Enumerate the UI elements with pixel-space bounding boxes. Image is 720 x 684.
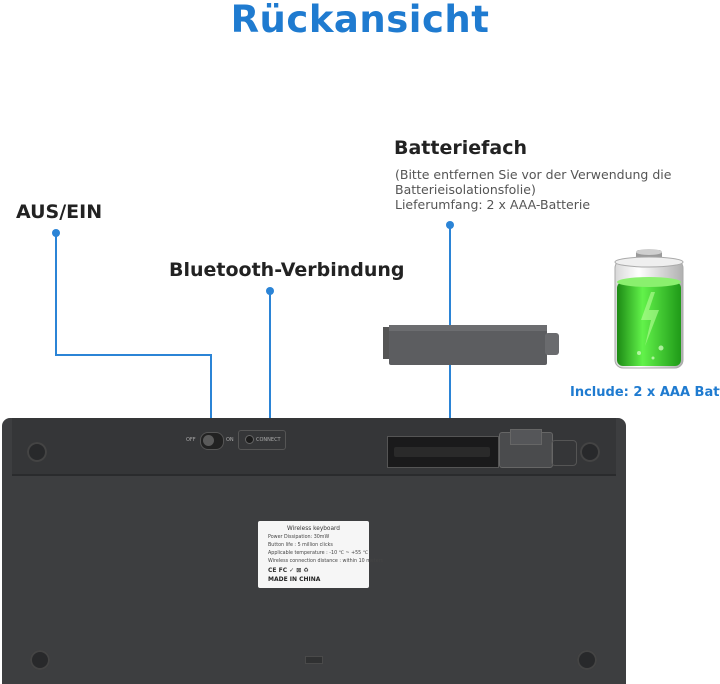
product-label-line: Wireless connection distance : within 10… [268, 559, 384, 564]
switch-off-label: OFF [186, 437, 196, 443]
product-label: Wireless keyboard Power Dissipation: 30m… [258, 521, 383, 588]
connect-button[interactable] [245, 435, 254, 444]
battery-cover-image [383, 325, 559, 365]
certification-marks: CE FC ✓ ⊠ ♻ [268, 567, 309, 574]
power-callout-line-h [55, 354, 212, 356]
bottom-vent [305, 656, 323, 664]
battery-cover-slot [551, 440, 577, 466]
battery-compartment-latch [499, 429, 553, 468]
power-callout-line-v1 [55, 233, 57, 355]
rubber-foot-top-left [27, 442, 47, 462]
include-battery-text: Include: 2 x AAA Battery [570, 385, 720, 400]
switch-on-label: ON [226, 437, 234, 443]
battery-icon [614, 249, 684, 369]
connect-button-well [238, 430, 286, 450]
battery-note-line-3: Lieferumfang: 2 x AAA-Batterie [395, 197, 591, 212]
connect-label: CONNECT [256, 437, 281, 443]
bluetooth-callout-label: Bluetooth-Verbindung [169, 259, 405, 281]
battery-note-line-1: (Bitte entfernen Sie vor der Verwendung … [395, 167, 672, 182]
page-title: Rückansicht [230, 0, 490, 41]
battery-cell [394, 447, 490, 457]
latch-tab [510, 429, 542, 445]
product-label-line: Power Dissipation: 30mW [268, 535, 330, 540]
rubber-foot-bottom-left [30, 650, 50, 670]
power-switch-knob [203, 435, 214, 446]
power-callout-line-v2 [210, 354, 212, 436]
product-label-line: Button life : 5 million clicks [268, 543, 333, 548]
rubber-foot-bottom-right [577, 650, 597, 670]
bluetooth-callout-line [269, 291, 271, 436]
rubber-foot-top-right [580, 442, 600, 462]
power-switch[interactable] [200, 432, 224, 450]
battery-compartment [387, 436, 499, 468]
battery-callout-label: Batteriefach [394, 137, 527, 159]
power-callout-label: AUS/EIN [16, 201, 103, 223]
product-label-title: Wireless keyboard [287, 526, 340, 532]
made-in-label: MADE IN CHINA [268, 576, 321, 583]
battery-note-line-2: Batterieisolationsfolie) [395, 182, 536, 197]
product-label-line: Applicable temperature : -10 ℃ ~ +55 ℃ [268, 551, 369, 556]
